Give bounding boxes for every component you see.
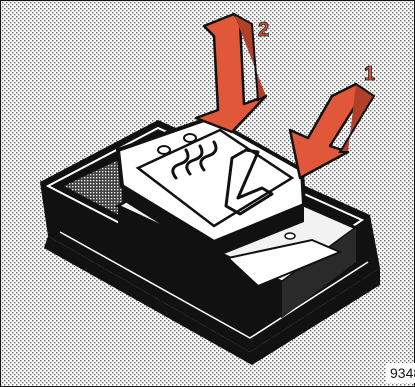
callout-2: 2 [258,19,269,41]
indicator-led [158,146,170,154]
figure-reference-number: 9348 [386,363,415,383]
indicator-led [184,134,196,142]
callout-1: 1 [364,63,375,85]
